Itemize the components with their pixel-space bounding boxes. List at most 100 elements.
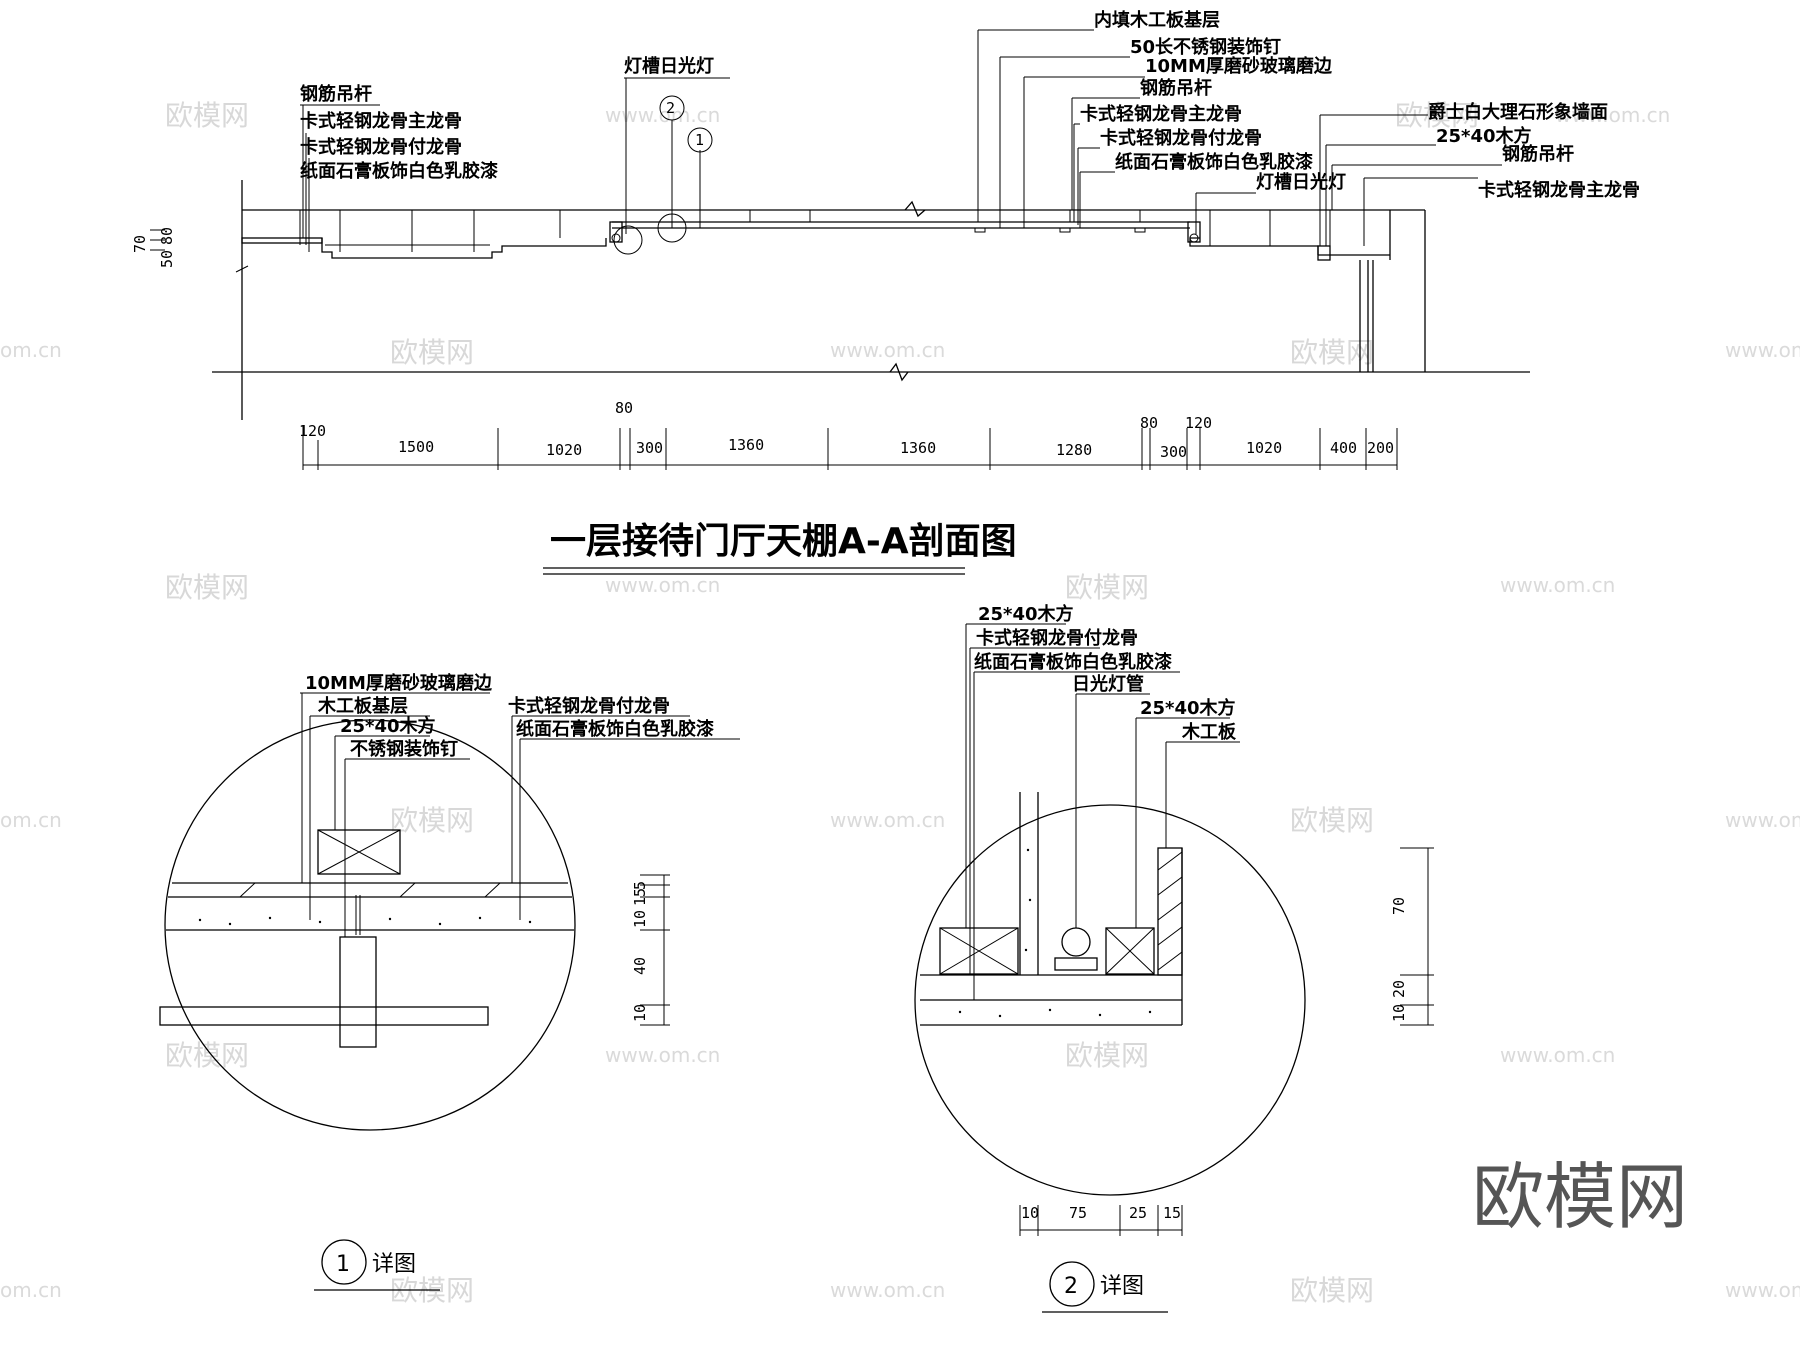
label-tube: 日光灯管 xyxy=(1072,673,1144,695)
wm-brand: 欧模网 xyxy=(1290,1274,1374,1307)
dim-label: 10 xyxy=(1021,1204,1039,1222)
label-gypsum-board: 纸面石膏板饰白色乳胶漆 xyxy=(974,651,1172,673)
wm-brand: 欧模网 xyxy=(1290,804,1374,837)
label-steel-nail: 50长不锈钢装饰钉 xyxy=(1130,36,1281,58)
dim-label: 1500 xyxy=(398,438,434,456)
callout-num-2: 2 xyxy=(666,99,675,117)
section-aa: 2 1 50 80 70 xyxy=(131,9,1640,575)
detail-1-circle xyxy=(164,719,576,1131)
wm-brand: 欧模网 xyxy=(1065,571,1149,604)
hatch xyxy=(1157,901,1183,921)
dim-label: 300 xyxy=(636,439,663,457)
brand-watermark: 欧模网 xyxy=(1472,1155,1688,1239)
board-stipple xyxy=(958,848,1152,1018)
decor-nail xyxy=(974,227,986,233)
dim-label: 10 xyxy=(631,910,649,928)
dim-label: 1280 xyxy=(1056,441,1092,459)
tube-holder xyxy=(1054,957,1098,971)
ceiling-board-left xyxy=(241,237,323,244)
caption-text: 详图 xyxy=(372,1252,416,1277)
dim-label: 80 xyxy=(615,399,633,417)
wm-brand: 欧模网 xyxy=(390,804,474,837)
wm-url: www.om.cn xyxy=(605,1043,720,1067)
vdim: 50 xyxy=(158,250,176,268)
dim-label: 10 xyxy=(631,1004,649,1022)
dim-label: 120 xyxy=(1185,414,1212,432)
label-wood-batten: 25*40木方 xyxy=(340,715,436,737)
watermarks: 欧模网 www.om.cn 欧模网 www.om.cn om.cn 欧模网 ww… xyxy=(0,99,1800,1307)
decor-nail xyxy=(1134,227,1146,233)
dim-label: 75 xyxy=(1069,1204,1087,1222)
dimension-chain: 120 1500 1020 80 300 1360 1360 1280 80 3… xyxy=(299,399,1398,470)
label-light-trough: 灯槽日光灯 xyxy=(624,55,714,77)
dim-label: 1020 xyxy=(546,441,582,459)
detail-callout-circle-1 xyxy=(613,225,643,255)
wood-board xyxy=(1157,847,1183,976)
hatch xyxy=(1157,851,1183,871)
batten-cross xyxy=(317,829,401,875)
hatch xyxy=(239,882,256,898)
callout-bubble-2 xyxy=(659,95,685,121)
wm-url: www.om.cn xyxy=(1725,808,1800,832)
wm-url: www.om.cn xyxy=(1725,338,1800,362)
label-sub-keel: 卡式轻钢龙骨付龙骨 xyxy=(508,695,670,717)
hatch xyxy=(1157,876,1183,896)
dim-label: 40 xyxy=(631,957,649,975)
label-marble-wall: 爵士白大理石形象墙面 xyxy=(1428,101,1608,123)
wm-brand: 欧模网 xyxy=(165,99,249,132)
label-wood-batten: 25*40木方 xyxy=(978,603,1074,625)
batten-cross xyxy=(939,927,1019,975)
label-hanger-rod-r: 钢筋吊杆 xyxy=(1502,143,1574,165)
hatch xyxy=(1157,926,1183,946)
wood-batten-left xyxy=(939,927,1019,975)
label-gypsum-board: 纸面石膏板饰白色乳胶漆 xyxy=(516,718,714,740)
labels-center: 内填木工板基层 50长不锈钢装饰钉 10MM厚磨砂玻璃磨边 钢筋吊杆 卡式轻钢龙… xyxy=(977,9,1346,234)
label-sub-keel-c: 卡式轻钢龙骨付龙骨 xyxy=(1100,127,1262,149)
callout-bubble-1 xyxy=(687,127,713,153)
dim-label: 400 xyxy=(1330,439,1357,457)
caption-num: 2 xyxy=(1064,1274,1078,1299)
labels-right: 爵士白大理石形象墙面 25*40木方 钢筋吊杆 卡式轻钢龙骨主龙骨 xyxy=(1319,101,1640,246)
dim-label: 1360 xyxy=(728,436,764,454)
labels-left: 钢筋吊杆 卡式轻钢龙骨主龙骨 卡式轻钢龙骨付龙骨 纸面石膏板饰白色乳胶漆 灯槽日… xyxy=(300,55,730,252)
wm-brand: 欧模网 xyxy=(1065,1039,1149,1072)
label-hanger-rod-c: 钢筋吊杆 xyxy=(1140,77,1212,99)
dim-label: 15 xyxy=(631,888,649,906)
batten-cross xyxy=(1105,927,1155,975)
dim-label: 70 xyxy=(1390,897,1408,915)
label-wood-batten: 25*40木方 xyxy=(1436,125,1532,147)
wm-brand: 欧模网 xyxy=(165,571,249,604)
dim-label: 300 xyxy=(1160,443,1187,461)
wm-url: www.om.cn xyxy=(1500,573,1615,597)
dim-label: 25 xyxy=(1129,1204,1147,1222)
label-wood-base: 木工板基层 xyxy=(317,695,408,717)
break-mark xyxy=(904,200,926,218)
dim-label: 5 xyxy=(631,881,649,890)
dim-label: 10 xyxy=(1390,1004,1408,1022)
label-steel-nail: 不锈钢装饰钉 xyxy=(350,738,458,760)
caption-num: 1 xyxy=(336,1252,350,1277)
label-frosted-glass: 10MM厚磨砂玻璃磨边 xyxy=(305,672,493,694)
dim-label: 1020 xyxy=(1246,439,1282,457)
dim-label: 120 xyxy=(299,422,326,440)
wm-url: om.cn xyxy=(0,338,62,362)
wm-url: www.om.cn xyxy=(830,1278,945,1302)
wm-brand: 欧模网 xyxy=(390,336,474,369)
hatch xyxy=(399,882,416,898)
ceiling-drop-left xyxy=(321,238,607,259)
light-tube-left xyxy=(611,233,621,243)
label-sub-keel: 卡式轻钢龙骨付龙骨 xyxy=(976,627,1138,649)
caption-bubble xyxy=(1049,1261,1095,1307)
label-sub-keel: 卡式轻钢龙骨付龙骨 xyxy=(300,136,462,158)
label-frosted-glass: 10MM厚磨砂玻璃磨边 xyxy=(1145,55,1333,77)
label-hanger-rod: 钢筋吊杆 xyxy=(300,83,372,105)
vdim: 70 xyxy=(131,235,149,253)
wm-url: www.om.cn xyxy=(1555,103,1670,127)
label-gypsum-board: 纸面石膏板饰白色乳胶漆 xyxy=(300,160,498,182)
label-light-trough-r: 灯槽日光灯 xyxy=(1256,171,1346,193)
caption-text: 详图 xyxy=(1100,1274,1144,1299)
wood-batten-right xyxy=(1317,245,1331,261)
wm-url: www.om.cn xyxy=(605,573,720,597)
dim-label: 1360 xyxy=(900,439,936,457)
